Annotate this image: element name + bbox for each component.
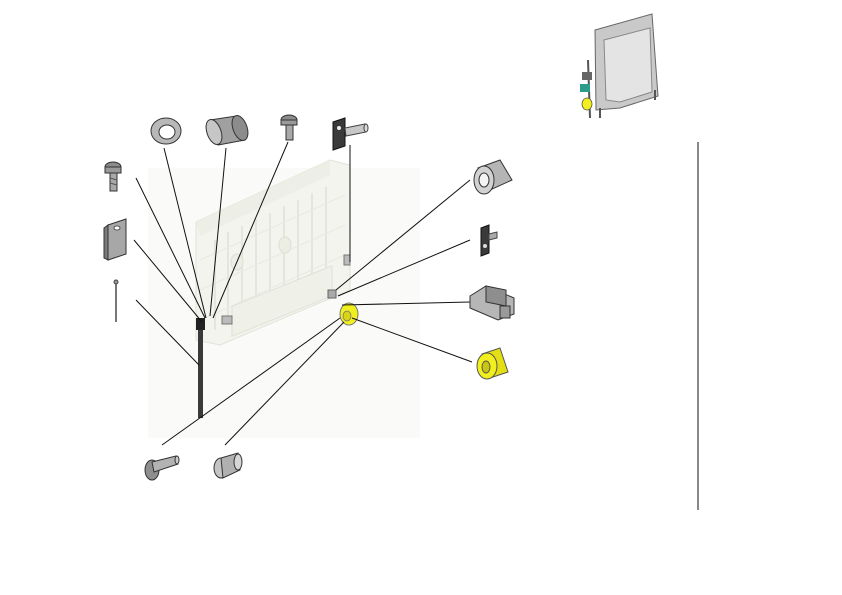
leader-lines [133,141,473,446]
yellow-gear-icon [476,347,509,380]
locator-thumbnail [580,13,659,119]
screw-left-icon [104,161,122,192]
assembly-shaft [198,318,203,418]
assembly-shaft-cap [196,318,205,330]
sleeve-cylinder-icon [205,115,249,146]
small-bracket-icon [480,224,498,257]
holder-bracket-icon [469,285,515,321]
main-assembly-frame [148,159,420,438]
step-screw-icon [144,455,180,481]
assembly-mount [327,289,337,299]
bushing-cylinder-icon [473,159,513,195]
ring-washer-icon [150,117,182,145]
assembly-yellow-gear [339,302,359,326]
bracket-plate-icon [103,218,127,261]
spring-icon [213,452,243,479]
assembly-tab [343,254,351,266]
bracket-shaft-icon [332,117,369,151]
pin-icon [113,279,119,322]
assembly-clip [221,315,233,325]
screw-top-icon [280,114,298,141]
